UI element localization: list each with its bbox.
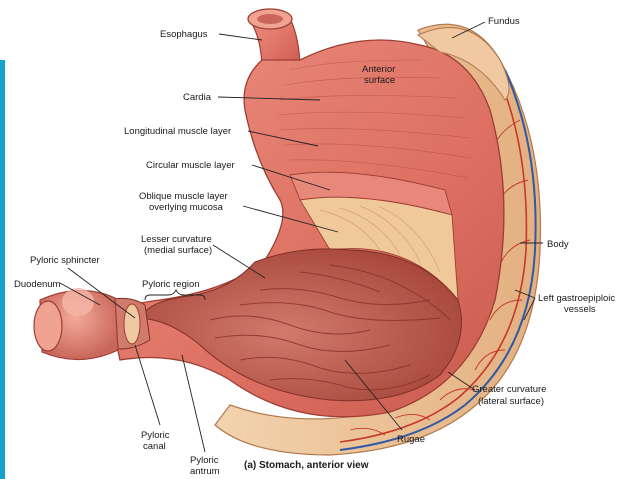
label-longitudinal-muscle: Longitudinal muscle layer — [124, 126, 231, 137]
label-pyloric-antrum-2: antrum — [190, 466, 220, 477]
label-left-gastroepiploic-2: vessels — [564, 304, 596, 315]
label-body: Body — [547, 239, 569, 250]
label-lesser-curvature: Lesser curvature — [141, 234, 212, 245]
label-duodenum: Duodenum — [14, 279, 61, 290]
label-cardia: Cardia — [183, 92, 212, 103]
pyloric-sphincter-ring — [123, 303, 141, 345]
label-esophagus: Esophagus — [160, 29, 208, 40]
label-anterior-surface: Anterior — [362, 64, 395, 75]
label-pyloric-sphincter: Pyloric sphincter — [30, 255, 100, 266]
label-lesser-curvature-2: (medial surface) — [144, 245, 212, 256]
label-oblique-muscle-2: overlying mucosa — [149, 202, 224, 213]
rugae-folds — [209, 264, 451, 391]
label-pyloric-antrum: Pyloric — [190, 455, 219, 466]
label-pyloric-canal: Pyloric — [141, 430, 170, 441]
longitudinal-fibers — [277, 59, 471, 179]
label-pyloric-region: Pyloric region — [142, 279, 200, 290]
gastroepiploic-vein — [339, 69, 537, 451]
duodenum-opening — [33, 300, 63, 352]
label-left-gastroepiploic: Left gastroepiploic — [538, 293, 615, 304]
duodenum-tube — [39, 289, 119, 361]
label-pyloric-canal-2: canal — [143, 441, 166, 452]
label-fundus: Fundus — [488, 16, 520, 27]
fundus-cut-edge — [417, 27, 510, 101]
gastroepiploic-artery — [339, 74, 528, 443]
mucosa-interior — [139, 248, 462, 402]
label-oblique-muscle: Oblique muscle layer — [139, 191, 228, 202]
label-anterior-surface-2: surface — [364, 75, 395, 86]
pyloric-region-bracket — [144, 288, 206, 301]
label-greater-curvature-2: (lateral surface) — [478, 396, 544, 407]
label-rugae: Rugae — [397, 434, 425, 445]
left-accent-bar — [0, 60, 5, 479]
label-greater-curvature: Greater curvature — [472, 384, 546, 395]
figure-caption: (a) Stomach, anterior view — [244, 460, 369, 471]
label-circular-muscle: Circular muscle layer — [146, 160, 235, 171]
leader-lines — [59, 21, 543, 453]
